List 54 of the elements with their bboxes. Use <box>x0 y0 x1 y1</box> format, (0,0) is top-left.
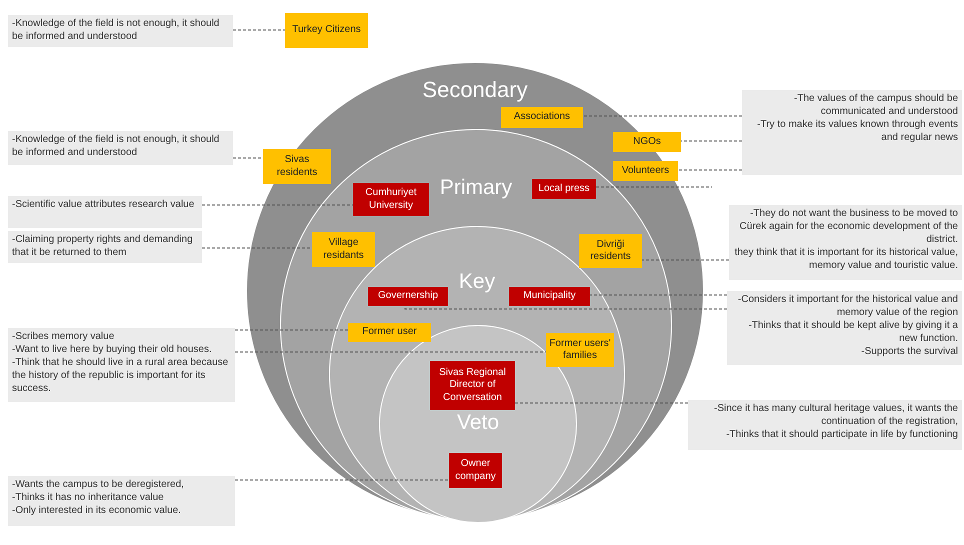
note-text: -Considers it important for the historical value and memory value of the region <box>736 293 958 319</box>
note-text: -Supports the survival <box>860 345 958 358</box>
stakeholder-tag: Sivas residents <box>263 149 331 184</box>
note-box <box>729 205 962 280</box>
note-text: -Try to make its values known through events and regular news <box>756 118 958 144</box>
leader-line <box>680 140 742 142</box>
stakeholder-tag: Former user <box>348 323 431 342</box>
note-box <box>8 328 235 402</box>
stakeholder-tag: Volunteers <box>613 161 678 181</box>
stakeholder-tag: Owner company <box>449 453 502 488</box>
stakeholder-tag: NGOs <box>613 132 681 152</box>
leader-line <box>590 294 728 296</box>
note-box <box>8 476 235 526</box>
note-text: -They do not want the business to be moved to Cürek again for the economic development of the district. <box>738 207 958 246</box>
note-text: -Knowledge of the field is not enough, it should be informed and understood <box>12 133 220 159</box>
stakeholder-tag: Associations <box>501 107 583 128</box>
circle-label: Secondary <box>422 78 528 102</box>
note-text: -Knowledge of the field is not enough, it should be informed and understood <box>12 17 220 43</box>
note-box <box>727 291 962 365</box>
circle-label: Key <box>458 270 496 293</box>
note-text: -Wants the campus to be deregistered, <box>12 478 185 491</box>
note-text: -Scientific value attributes research value <box>12 198 196 211</box>
note-box <box>8 196 202 228</box>
note-box <box>8 15 233 47</box>
stakeholder-tag: Municipality <box>509 287 590 306</box>
stakeholder-tag: Sivas Regional Director of Conversation <box>430 361 515 410</box>
note-box <box>8 131 233 165</box>
stakeholder-tag: Turkey Citizens <box>285 13 368 48</box>
note-text: -Think that he should live in a rural area because the history of the republic is important for its success. <box>12 356 230 395</box>
stakeholder-tag: Former users' families <box>546 333 614 367</box>
circle-label: Veto <box>456 410 500 434</box>
note-text: -Since it has many cultural heritage values, it wants the continuation of the registration, <box>712 402 958 428</box>
leader-line <box>514 402 688 404</box>
note-text: -Only interested in its economic value. <box>12 504 182 517</box>
leader-line <box>596 186 712 188</box>
note-text: -Thinks it has no inheritance value <box>12 491 165 504</box>
stakeholder-tag: Cumhuriyet University <box>353 183 429 216</box>
circle-label: Primary <box>440 176 512 199</box>
note-text: -Thinks that it should be kept alive by giving it a new function. <box>747 319 958 345</box>
note-text: -Claiming property rights and demanding that it be returned to them <box>12 233 194 259</box>
note-text: -Thinks that it should participate in life by functioning <box>725 428 958 441</box>
note-text: -Want to live here by buying their old houses. <box>12 343 213 356</box>
note-box <box>688 400 962 450</box>
note-box <box>742 90 962 175</box>
leader-line <box>202 204 354 206</box>
leader-line <box>404 306 728 310</box>
stakeholder-tag: Village residants <box>312 232 375 267</box>
note-text: -The values of the campus should be communicated and understood <box>793 92 958 118</box>
note-box <box>8 231 202 263</box>
stakeholder-tag: Local press <box>532 179 596 199</box>
note-text: -Scribes memory value <box>12 330 116 343</box>
stakeholder-tag: Divriği residents <box>579 234 642 268</box>
note-text: they think that it is important for its historical value, memory value and touristic value. <box>734 246 958 272</box>
stakeholder-tag: Governership <box>368 287 448 306</box>
